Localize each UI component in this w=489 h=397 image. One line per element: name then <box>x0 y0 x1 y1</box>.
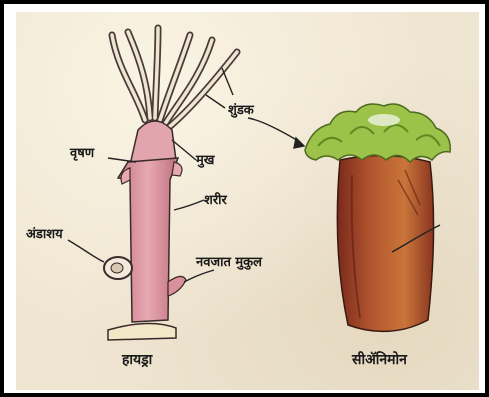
hydra-basal-disc <box>108 323 176 340</box>
label-testis: वृषण <box>70 143 94 161</box>
label-ovary: अंडाशय <box>26 224 63 242</box>
caption-hydra: हायड्रा <box>122 350 152 369</box>
anemone-tentacles <box>305 104 450 162</box>
caption-sea-anemone: सीॲनिमोन <box>352 350 407 369</box>
label-bud: नवजात मुकुल <box>196 252 262 270</box>
hydra-pointer-lines <box>68 68 304 282</box>
hydra-body <box>118 158 178 322</box>
hydra <box>68 28 304 340</box>
sea-anemone <box>305 104 450 331</box>
label-mouth: मुख <box>196 150 214 168</box>
label-body: शरीर <box>204 190 227 208</box>
label-tentacles: शुंडक <box>228 100 254 118</box>
hydra-bud <box>168 276 186 296</box>
